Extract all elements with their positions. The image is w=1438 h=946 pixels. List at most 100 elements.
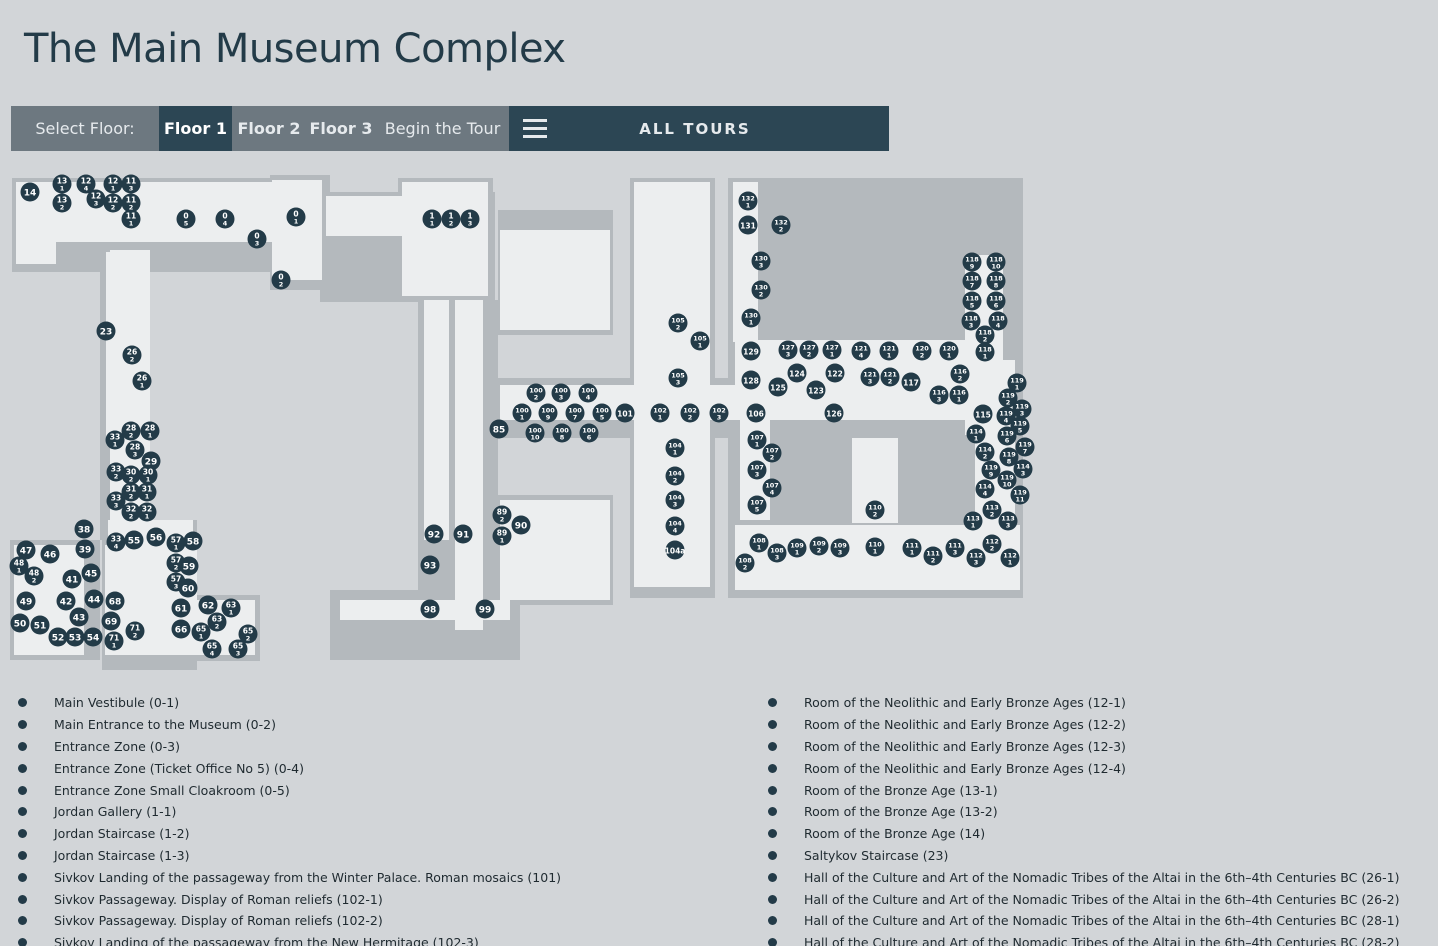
room-marker[interactable]: 322 <box>121 502 141 522</box>
room-marker[interactable]: 51 <box>30 615 50 635</box>
legend-item[interactable]: Sivkov Passageway. Display of Roman reli… <box>15 910 561 932</box>
room-marker[interactable]: 111 <box>121 209 141 229</box>
room-marker[interactable]: 68 <box>105 591 125 611</box>
room-marker[interactable]: 62 <box>198 595 218 615</box>
room-marker[interactable]: 61 <box>171 598 191 618</box>
legend-item[interactable]: Room of the Neolithic and Early Bronze A… <box>765 736 1399 758</box>
room-marker[interactable]: 126 <box>824 403 844 423</box>
legend-item[interactable]: Main Entrance to the Museum (0-2) <box>15 714 561 736</box>
legend-item[interactable]: Room of the Bronze Age (13-2) <box>765 801 1399 823</box>
room-marker[interactable]: 85 <box>489 419 509 439</box>
room-marker[interactable]: 02 <box>271 270 291 290</box>
legend-item[interactable]: Hall of the Culture and Art of the Nomad… <box>765 888 1399 910</box>
room-marker[interactable]: 41 <box>62 569 82 589</box>
room-marker[interactable]: 131 <box>52 174 72 194</box>
room-marker[interactable]: 571 <box>166 533 186 553</box>
legend-item[interactable]: Sivkov Landing of the passageway from th… <box>15 932 561 946</box>
room-marker[interactable]: 653 <box>228 639 248 659</box>
room-marker[interactable]: 124 <box>76 174 96 194</box>
room-marker[interactable]: 60 <box>178 578 198 598</box>
room-marker[interactable]: 49 <box>16 591 36 611</box>
legend-item[interactable]: Room of the Bronze Age (13-1) <box>765 779 1399 801</box>
room-marker[interactable]: 92 <box>424 524 444 544</box>
room-marker[interactable]: 312 <box>121 482 141 502</box>
legend-item[interactable]: Room of the Bronze Age (14) <box>765 823 1399 845</box>
room-marker[interactable]: 23 <box>96 321 116 341</box>
room-marker[interactable]: 44 <box>84 589 104 609</box>
room-marker[interactable]: 69 <box>101 611 121 631</box>
room-marker[interactable]: 47 <box>16 540 36 560</box>
legend-item[interactable]: Sivkov Passageway. Display of Roman reli… <box>15 888 561 910</box>
room-marker[interactable]: 91 <box>453 524 473 544</box>
hamburger-menu-icon[interactable] <box>509 106 561 151</box>
legend-item[interactable]: Room of the Neolithic and Early Bronze A… <box>765 714 1399 736</box>
room-marker[interactable]: 56 <box>146 527 166 547</box>
room-marker[interactable]: 301 <box>138 465 158 485</box>
room-marker[interactable]: 482 <box>24 566 44 586</box>
room-marker[interactable]: 282 <box>121 421 141 441</box>
legend-item[interactable]: Saltykov Staircase (23) <box>765 845 1399 867</box>
room-marker[interactable]: 131 <box>738 215 758 235</box>
room-marker[interactable]: 05 <box>176 209 196 229</box>
room-marker[interactable]: 45 <box>81 563 101 583</box>
room-marker[interactable]: 122 <box>825 363 845 383</box>
room-marker[interactable]: 50 <box>10 613 30 633</box>
legend-item[interactable]: Entrance Zone (0-3) <box>15 736 561 758</box>
legend-item[interactable]: Room of the Neolithic and Early Bronze A… <box>765 692 1399 714</box>
room-marker[interactable]: 04 <box>215 209 235 229</box>
room-marker[interactable]: 99 <box>475 599 495 619</box>
room-marker[interactable]: 11 <box>422 209 442 229</box>
room-marker[interactable]: 711 <box>104 631 124 651</box>
room-marker[interactable]: 651 <box>191 622 211 642</box>
room-marker[interactable]: 104a <box>665 540 686 560</box>
room-marker[interactable]: 129 <box>741 341 761 361</box>
room-marker[interactable]: 712 <box>125 621 145 641</box>
room-marker[interactable]: 331 <box>105 430 125 450</box>
